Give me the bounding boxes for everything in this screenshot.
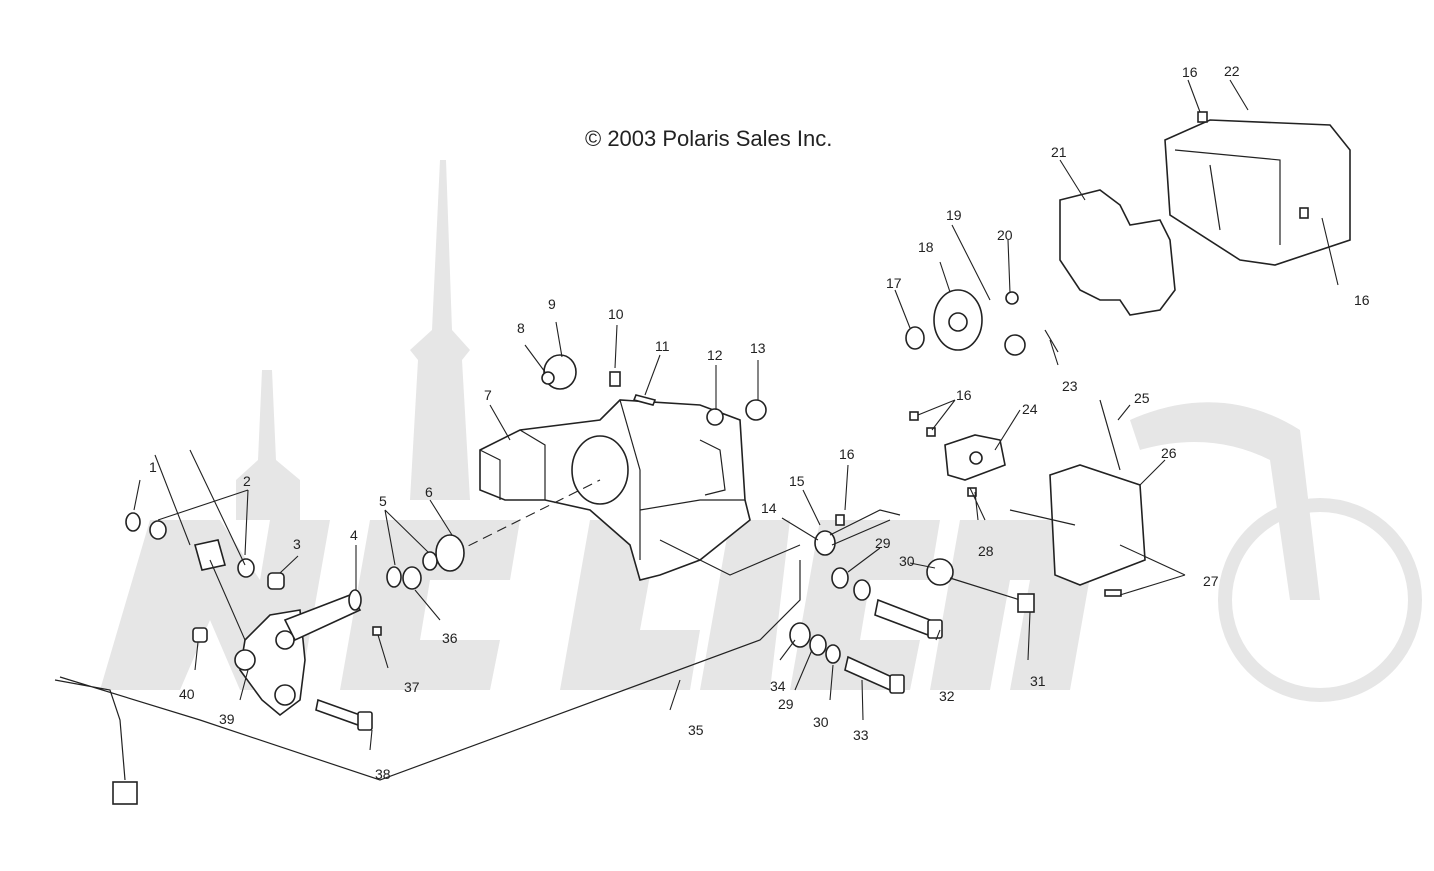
callout-35: 35	[688, 722, 704, 738]
callout-30: 30	[899, 553, 915, 569]
callout-22: 22	[1224, 63, 1240, 79]
callout-1: 1	[149, 459, 157, 475]
assembly-axis-line	[439, 479, 601, 561]
callout-20: 20	[997, 227, 1013, 243]
callout-29: 29	[778, 696, 794, 712]
callout-4: 4	[350, 527, 358, 543]
callout-31: 31	[1030, 673, 1046, 689]
callout-15: 15	[789, 473, 805, 489]
callout-27: 27	[1203, 573, 1219, 589]
callout-40: 40	[179, 686, 195, 702]
callout-17: 17	[886, 275, 902, 291]
callout-21: 21	[1051, 144, 1067, 160]
callout-14: 14	[761, 500, 777, 516]
callout-3: 3	[293, 536, 301, 552]
callout-18: 18	[918, 239, 934, 255]
callout-23: 23	[1062, 378, 1078, 394]
copyright-title: © 2003 Polaris Sales Inc.	[585, 126, 833, 151]
cable-35	[54, 560, 801, 781]
leader-lines	[133, 79, 1339, 751]
callout-12: 12	[707, 347, 723, 363]
callout-34: 34	[770, 678, 786, 694]
watermark-logo	[100, 160, 1422, 702]
bolt-38	[315, 698, 373, 731]
cable-connector	[112, 781, 138, 805]
leader-lines-left	[154, 449, 246, 641]
switch-30-31	[926, 558, 1035, 613]
motor-26	[1009, 399, 1146, 597]
cover-21	[1059, 189, 1176, 316]
callout-2: 2	[243, 473, 251, 489]
washers-left	[125, 512, 465, 643]
lever-39	[234, 609, 306, 717]
callout-6: 6	[425, 484, 433, 500]
callout-33: 33	[853, 727, 869, 743]
callout-29: 29	[875, 535, 891, 551]
sensor-14-15	[814, 509, 901, 556]
callout-10: 10	[608, 306, 624, 322]
callout-13: 13	[750, 340, 766, 356]
bracket-24	[909, 411, 1006, 497]
callout-28: 28	[978, 543, 994, 559]
callout-8: 8	[517, 320, 525, 336]
callout-labels: 1 2 3 4 5 6 7 8 9 10 11 12 13 14 15 16 1…	[149, 63, 1370, 782]
callout-36: 36	[442, 630, 458, 646]
callout-24: 24	[1022, 401, 1038, 417]
callout-5: 5	[379, 493, 387, 509]
parts-top-middle	[541, 354, 767, 426]
callout-16: 16	[839, 446, 855, 462]
callout-30: 30	[813, 714, 829, 730]
callout-7: 7	[484, 387, 492, 403]
callout-39: 39	[219, 711, 235, 727]
shaft-4	[283, 589, 362, 642]
callout-32: 32	[939, 688, 955, 704]
callout-16: 16	[1182, 64, 1198, 80]
disc-assembly	[905, 289, 1059, 356]
callout-19: 19	[946, 207, 962, 223]
fasteners-29-34	[789, 567, 943, 694]
callout-9: 9	[548, 296, 556, 312]
assembly-line	[659, 539, 801, 576]
callout-25: 25	[1134, 390, 1150, 406]
callout-11: 11	[655, 338, 670, 354]
callout-16: 16	[1354, 292, 1370, 308]
box-22	[1164, 111, 1351, 266]
callout-26: 26	[1161, 445, 1177, 461]
callout-37: 37	[404, 679, 420, 695]
callout-38: 38	[375, 766, 391, 782]
callout-16: 16	[956, 387, 972, 403]
